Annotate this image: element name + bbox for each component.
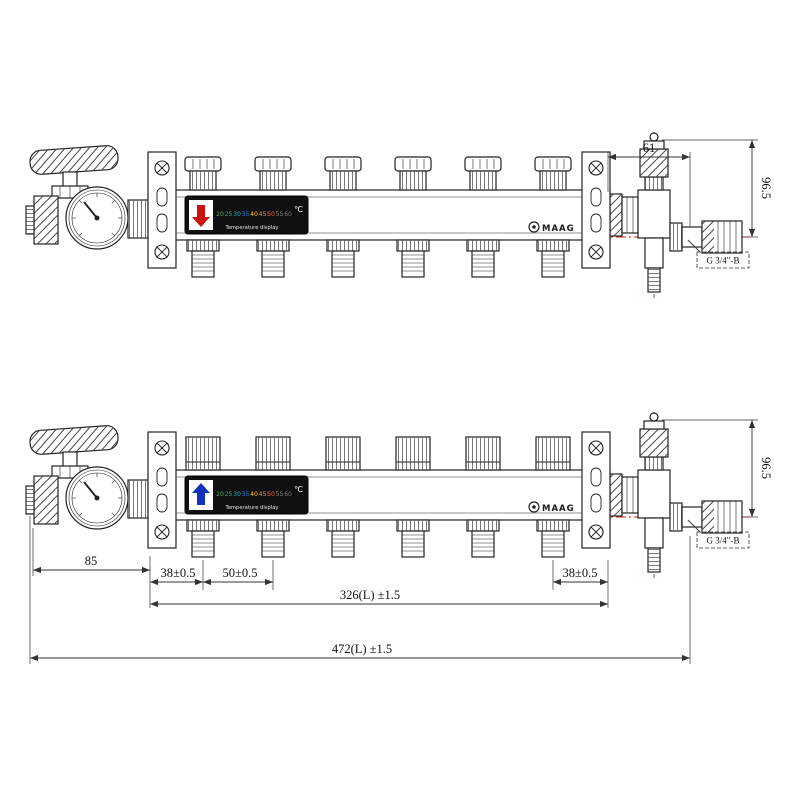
top-manifold-assembly: 20 25 30 35 40 45 50 55 60 ℃ Temperature… [25, 131, 751, 299]
outlet-connector [186, 519, 220, 558]
dim-472-label: 472(L) ±1.5 [332, 642, 392, 656]
dimension-326: 326(L) ±1.5 [150, 588, 608, 608]
flow-adjuster [465, 436, 501, 471]
dimension-85: 85 [32, 528, 151, 608]
temperature-display-bottom: 20 25 30 35 40 45 50 55 60 ℃ Temperature… [184, 475, 309, 515]
flow-adjuster [395, 436, 431, 471]
scale-value: 50 [267, 211, 275, 218]
outlet-connector [466, 519, 500, 558]
dimension-96-5-bottom: 96.5 [662, 419, 773, 518]
scale-value: 60 [284, 211, 292, 218]
thread-spec-label: G 3/4"-B [707, 256, 740, 266]
dimension-61: 61 [607, 141, 691, 227]
scale-value: 45 [259, 211, 267, 218]
outlet-connector [466, 239, 500, 278]
scale-value: 35 [242, 491, 250, 498]
mounting-bracket [147, 431, 177, 549]
flow-up-arrow-icon [192, 483, 210, 505]
outlet-connector [396, 239, 430, 278]
outlet-connector [186, 239, 220, 278]
scale-value: 30 [233, 491, 241, 498]
outlet-connector [256, 239, 290, 278]
flow-adjuster [535, 436, 571, 471]
thread-spec-label: G 3/4"-B [707, 536, 740, 546]
valve-cap [464, 156, 502, 191]
brand-text: MAAG [542, 504, 575, 514]
scale-value: 40 [250, 211, 258, 218]
scale-value: 30 [233, 211, 241, 218]
bottom-manifold-assembly: 20 25 30 35 40 45 50 55 60 ℃ Temperature… [25, 411, 751, 579]
celsius-unit: ℃ [294, 205, 303, 214]
scale-value: 60 [284, 491, 292, 498]
dim-38-left-label: 38±0.5 [161, 566, 196, 580]
valve-cap [184, 156, 222, 191]
scale-value: 35 [242, 211, 250, 218]
scale-value: 45 [259, 491, 267, 498]
celsius-unit: ℃ [294, 485, 303, 494]
valve-cap [324, 156, 362, 191]
thread-callout-top: G 3/4"-B [687, 239, 750, 269]
brand-logo-top: MAAG [528, 221, 575, 234]
brand-text: MAAG [542, 224, 575, 234]
dim-96-5-bottom-label: 96.5 [759, 457, 773, 479]
mounting-bracket [581, 431, 611, 549]
flow-adjuster [185, 436, 221, 471]
dim-50-label: 50±0.5 [223, 566, 258, 580]
ball-valve-gauge-assembly-top [25, 144, 149, 250]
valve-cap [254, 156, 292, 191]
outlet-connector [326, 519, 360, 558]
temperature-display-top: 20 25 30 35 40 45 50 55 60 ℃ Temperature… [184, 195, 309, 235]
scale-value: 55 [276, 491, 284, 498]
ball-valve-gauge-assembly-bottom [25, 424, 149, 530]
dimension-outlet-spacing: 38±0.5 50±0.5 38±0.5 [150, 560, 609, 608]
outlet-connector [326, 239, 360, 278]
flow-adjuster [325, 436, 361, 471]
scale-value: 50 [267, 491, 275, 498]
brand-logo-bottom: MAAG [528, 501, 575, 514]
outlet-connector [536, 519, 570, 558]
outlet-connector [536, 239, 570, 278]
scale-value: 55 [276, 211, 284, 218]
valve-cap [534, 156, 572, 191]
dim-96-5-top-label: 96.5 [759, 177, 773, 199]
mounting-bracket [581, 151, 611, 269]
outlet-connector [256, 519, 290, 558]
valve-cap [394, 156, 432, 191]
scale-value: 20 [216, 491, 224, 498]
dim-326-label: 326(L) ±1.5 [340, 588, 400, 602]
mounting-bracket [147, 151, 177, 269]
dim-85-label: 85 [85, 554, 98, 568]
scale-value: 40 [250, 491, 258, 498]
dimension-96-5-top: 96.5 [662, 139, 773, 238]
dim-61-label: 61 [643, 141, 656, 155]
dim-38-right-label: 38±0.5 [563, 566, 598, 580]
outlet-connector [396, 519, 430, 558]
scale-value: 25 [225, 491, 233, 498]
dimension-472: 472(L) ±1.5 [29, 516, 691, 664]
flow-down-arrow-icon [192, 205, 210, 227]
scale-value: 25 [225, 211, 233, 218]
right-end-assembly-bottom [597, 411, 751, 579]
scale-value: 20 [216, 211, 224, 218]
display-caption: Temperature display [225, 225, 279, 231]
display-caption: Temperature display [225, 505, 279, 511]
thread-callout-bottom: G 3/4"-B [687, 519, 750, 549]
flow-adjuster [255, 436, 291, 471]
